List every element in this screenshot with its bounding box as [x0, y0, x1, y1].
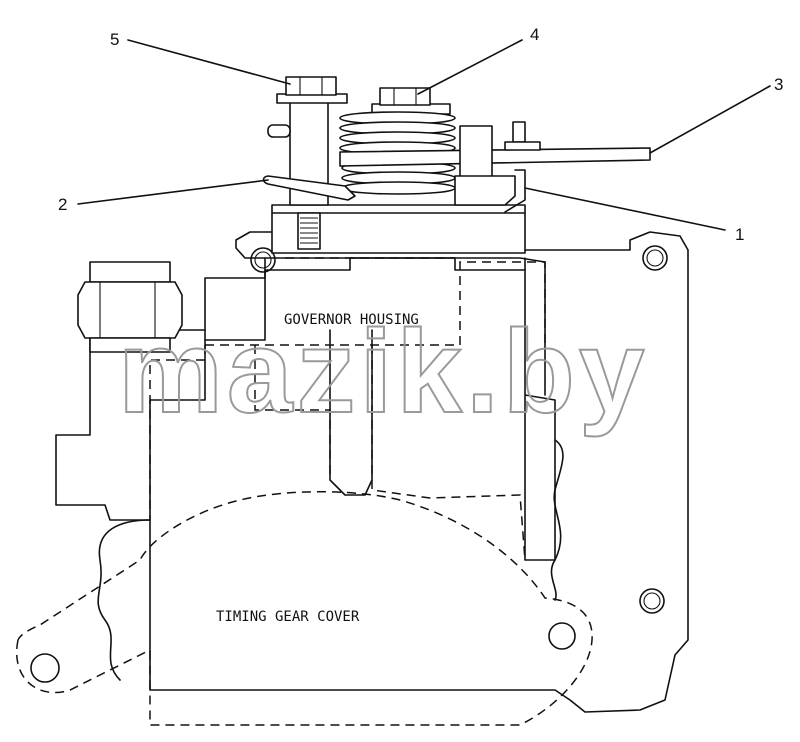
governor-cavity: [204, 257, 526, 341]
hex-fitting: [77, 261, 183, 353]
bracket-1: [454, 121, 541, 213]
lever-3: [339, 147, 651, 167]
rod-2: [262, 175, 356, 201]
housing-hole-top-right-inner: [646, 249, 664, 267]
threaded-stud: [297, 212, 321, 250]
housing-hole-top-left-inner: [254, 251, 272, 269]
gear-cover-hole-left: [30, 653, 60, 683]
governor-housing-outline: [55, 231, 689, 713]
housing-hole-bottom-right-inner: [643, 592, 661, 610]
governor-hidden-outline: [205, 261, 546, 346]
governor-hidden-web-left: [254, 345, 331, 480]
callout-1: 1: [735, 225, 744, 244]
callout-4: 4: [530, 25, 539, 44]
housing-hole-bottom-right: [639, 588, 665, 614]
left-casting-edge: [97, 519, 151, 681]
governor-hidden-left: [149, 345, 206, 520]
leader-5: [127, 39, 291, 85]
watermark: mazik.by: [118, 306, 648, 438]
gear-cover-hole-right: [548, 622, 576, 650]
housing-hole-top-left: [250, 247, 276, 273]
housing-hole-top-right: [642, 245, 668, 271]
callout-2: 2: [58, 195, 67, 214]
governor-hidden-web-right: [371, 345, 526, 561]
callout-3: 3: [774, 75, 783, 94]
leader-3: [649, 85, 771, 154]
housing-right-web: [524, 257, 556, 561]
governor-housing-label: GOVERNOR HOUSING: [284, 312, 419, 328]
callout-5: 5: [110, 30, 119, 49]
governor-spring: [339, 111, 456, 195]
leader-4: [417, 39, 523, 95]
leader-2: [77, 179, 269, 205]
bolt-4: [371, 87, 451, 115]
timing-gear-cover-label: TIMING GEAR COVER: [216, 609, 360, 625]
leader-1: [524, 187, 726, 231]
right-casting-edge: [550, 439, 564, 601]
